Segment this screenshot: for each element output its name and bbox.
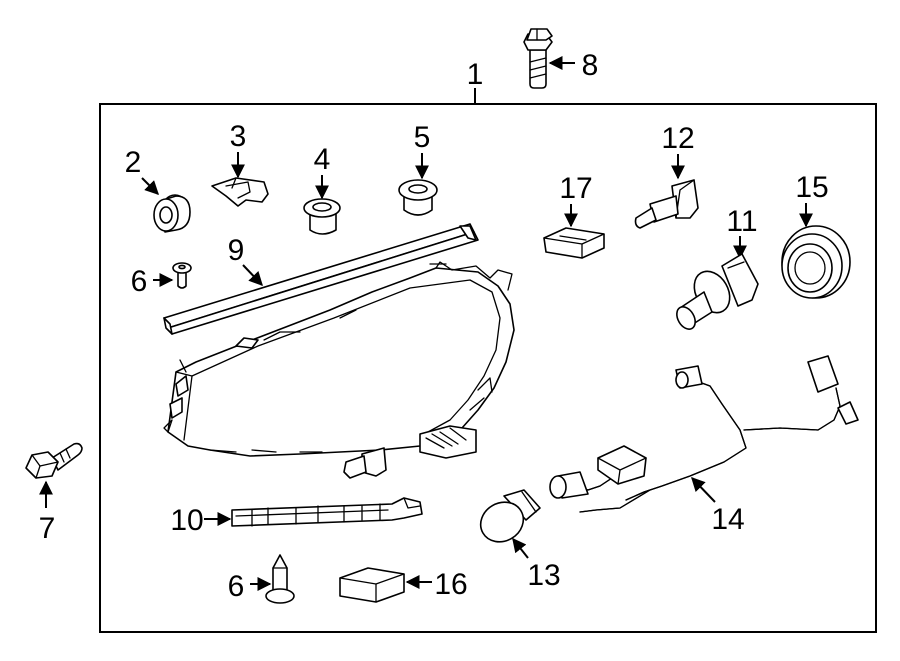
callout-11-label: 11 xyxy=(726,205,757,238)
part-15-cover xyxy=(781,225,851,299)
callout-6b-label: 6 xyxy=(228,570,245,603)
part-6-screw-upper xyxy=(172,262,192,289)
callout-1-label: 1 xyxy=(467,58,484,91)
callout-10-label: 10 xyxy=(170,504,203,537)
callout-2-label: 2 xyxy=(125,146,142,179)
callout-5-label: 5 xyxy=(414,121,431,154)
leader-lines xyxy=(39,56,813,591)
leader-2 xyxy=(141,177,159,195)
part-13-bulb xyxy=(479,489,541,543)
leader-13 xyxy=(512,537,529,559)
part-12-bulb xyxy=(634,179,699,229)
part-11-bulb xyxy=(676,253,759,330)
callout-15-label: 15 xyxy=(795,171,828,204)
part-10-bracket xyxy=(231,497,423,527)
callout-13-label: 13 xyxy=(527,559,560,592)
callout-3-label: 3 xyxy=(230,120,247,153)
callout-6a-label: 6 xyxy=(131,265,148,298)
part-4-grommet xyxy=(303,198,341,235)
callout-16-label: 16 xyxy=(434,568,467,601)
callout-9-label: 9 xyxy=(228,234,245,267)
callout-7-label: 7 xyxy=(39,512,56,545)
part-17-module xyxy=(543,227,605,259)
callout-17-label: 17 xyxy=(559,172,592,205)
part-3-clip xyxy=(211,177,269,207)
leader-14 xyxy=(691,476,716,503)
part-6-pin-lower xyxy=(265,554,295,604)
part-1-headlamp-assembly xyxy=(163,261,515,479)
part-8-bolt xyxy=(523,28,553,89)
part-5-grommet xyxy=(398,179,438,216)
assembly-frame xyxy=(99,103,877,633)
callout-12-label: 12 xyxy=(661,122,694,155)
part-16-module xyxy=(339,567,405,603)
leader-9 xyxy=(242,264,263,287)
callout-14-label: 14 xyxy=(711,503,744,536)
part-9-seal-strip xyxy=(163,223,479,335)
part-7-bolt xyxy=(25,442,83,479)
callout-8-label: 8 xyxy=(582,49,599,82)
part-2-grommet xyxy=(153,194,191,233)
callout-4-label: 4 xyxy=(314,143,331,176)
part-14-harness xyxy=(549,355,859,513)
